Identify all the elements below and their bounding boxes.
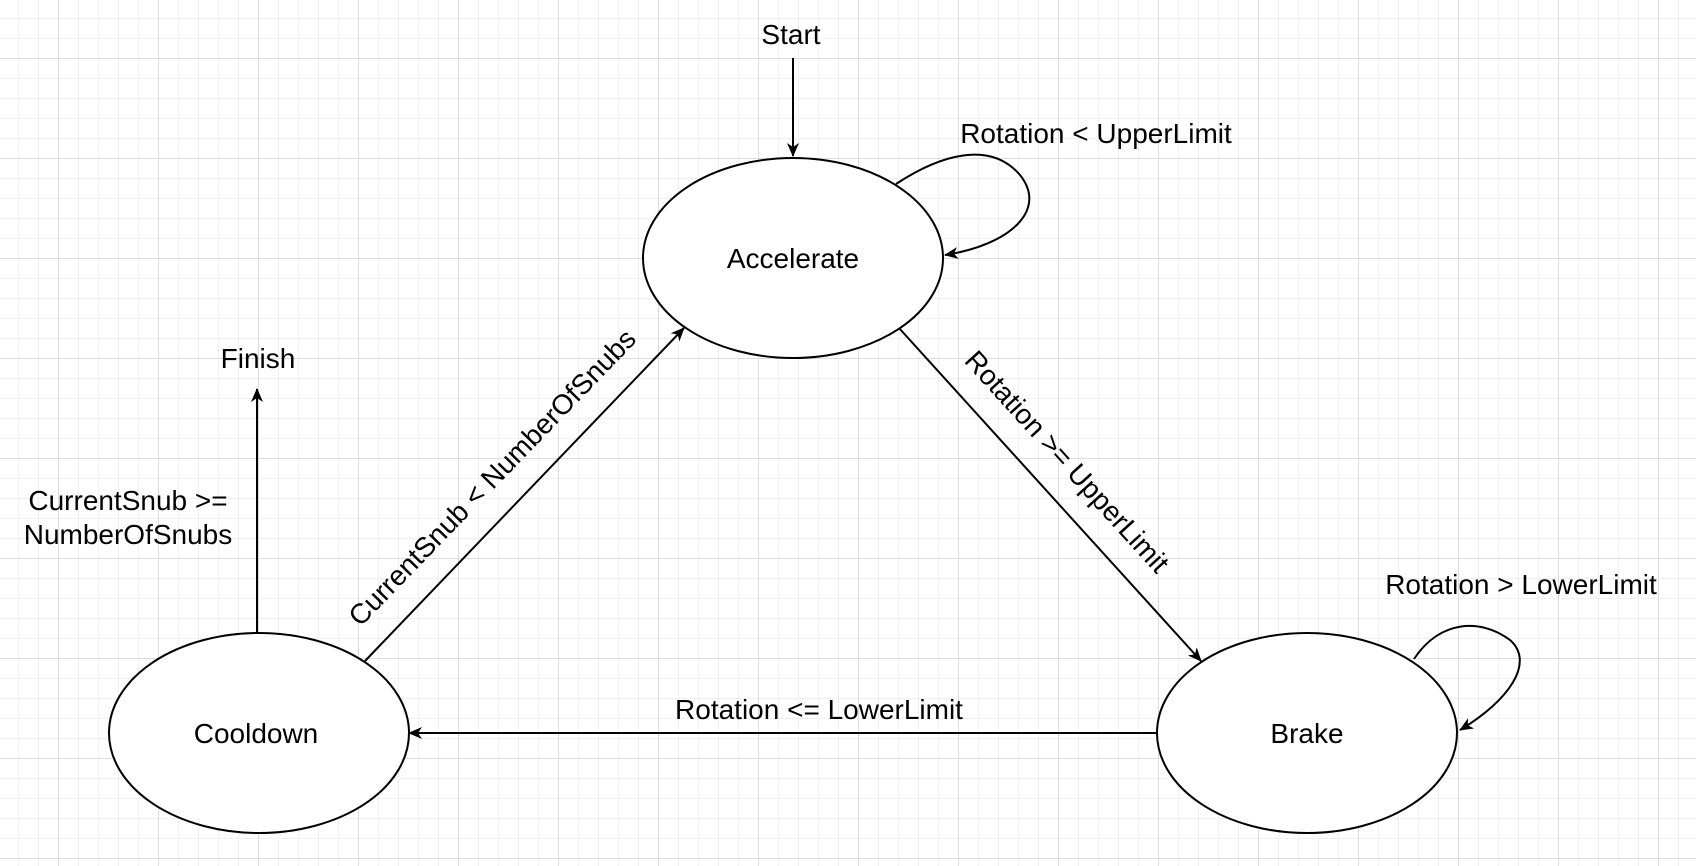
edge-accelerate-self-loop[interactable] [895,153,1031,259]
transition-label-brake-to-cooldown: Rotation <= LowerLimit [675,694,963,725]
edge-accelerate-to-brake[interactable] [898,327,1202,662]
state-cooldown-label: Cooldown [194,718,319,749]
finish-label: Finish [221,343,296,374]
transition-label-cooldown-to-accelerate: CurrentSnub < NumberOfSnubs [342,323,642,632]
transition-label-cooldown-to-finish-line1: CurrentSnub >= [28,485,227,516]
transition-label-accelerate-to-brake: Rotation >= UpperLimit [959,345,1176,579]
state-brake[interactable] [1156,632,1458,834]
state-accelerate-label: Accelerate [727,243,859,274]
edge-cooldown-to-accelerate[interactable] [364,327,685,662]
transition-label-accelerate-self: Rotation < UpperLimit [960,118,1232,149]
state-accelerate[interactable] [642,157,944,359]
edge-brake-self-loop[interactable] [1413,624,1521,731]
transition-label-cooldown-to-finish-line2: NumberOfSnubs [24,519,233,550]
transition-label-brake-self: Rotation > LowerLimit [1385,569,1657,600]
start-label: Start [761,19,820,50]
state-brake-label: Brake [1270,718,1343,749]
state-cooldown[interactable] [108,632,410,834]
